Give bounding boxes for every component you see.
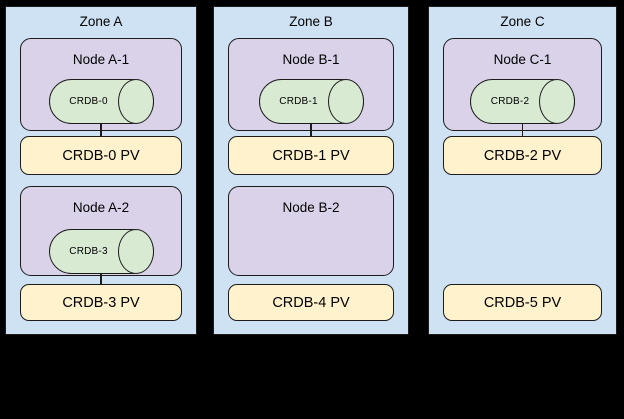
zone-b-box: Zone B Node B-1 CRDB-1 CRDB-1 PV Node B-… [213,6,409,335]
pod-label: CRDB-1 [279,96,318,107]
node-a1-box: Node A-1 CRDB-0 [20,38,182,131]
zone-a-title: Zone A [79,14,123,29]
node-b2-box: Node B-2 [228,186,394,276]
zone-c-title: Zone C [500,14,545,29]
crdb-1-pod-cylinder: CRDB-1 [258,79,364,124]
pv-label: CRDB-5 PV [483,294,562,311]
pod-pv-connector-line [100,123,102,136]
cylinder-end-cap [117,229,154,274]
pv-label: CRDB-3 PV [62,294,140,311]
crdb-0-pod-cylinder: CRDB-0 [48,79,154,124]
crdb-5-pv-box: CRDB-5 PV [443,284,602,321]
node-a2-title: Node A-2 [72,200,130,215]
pod-label: CRDB-2 [490,96,530,107]
crdb-4-pv-box: CRDB-4 PV [228,284,394,321]
crdb-0-pv-box: CRDB-0 PV [20,136,182,175]
crdb-1-pv-box: CRDB-1 PV [228,136,394,175]
zone-c-box: Zone C Node C-1 CRDB-2 CRDB-2 PV CRDB-5 … [428,6,617,335]
pod-label: CRDB-0 [69,96,108,107]
pv-label: CRDB-2 PV [483,147,562,164]
node-a2-box: Node A-2 CRDB-3 [20,186,182,276]
cylinder-end-cap [539,79,575,124]
crdb-2-pv-box: CRDB-2 PV [443,136,602,175]
pv-label: CRDB-1 PV [272,147,350,164]
crdb-3-pod-cylinder: CRDB-3 [48,229,154,274]
node-c1-box: Node C-1 CRDB-2 [443,38,602,131]
pod-pv-connector-line [310,123,312,136]
pv-label: CRDB-0 PV [62,147,140,164]
node-b1-box: Node B-1 CRDB-1 [228,38,394,131]
node-b1-title: Node B-1 [282,52,340,67]
zone-b-title: Zone B [289,14,333,29]
cylinder-end-cap [117,79,154,124]
zone-a-box: Zone A Node A-1 CRDB-0 CRDB-0 PV Node A-… [5,6,197,335]
pod-label: CRDB-3 [69,246,108,257]
node-b2-title: Node B-2 [282,200,340,215]
node-c1-title: Node C-1 [493,52,552,67]
crdb-2-pod-cylinder: CRDB-2 [470,79,575,124]
pv-label: CRDB-4 PV [272,294,350,311]
node-a1-title: Node A-1 [72,52,130,67]
crdb-3-pv-box: CRDB-3 PV [20,284,182,321]
pod-pv-connector-line [100,273,102,284]
cylinder-end-cap [327,79,364,124]
pod-pv-connector-line [521,123,524,136]
